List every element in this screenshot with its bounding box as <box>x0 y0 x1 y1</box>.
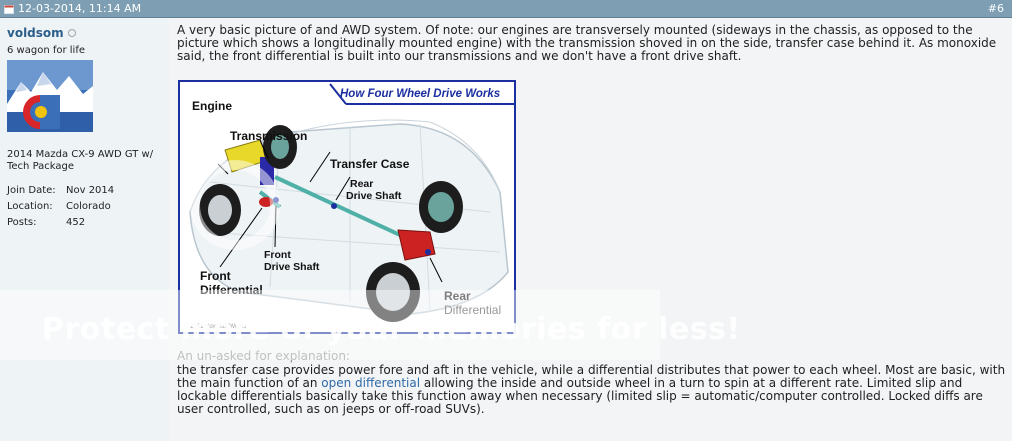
label-rear-differential-line1: Rear <box>444 289 471 303</box>
explanation-text: the transfer case provides power fore an… <box>177 364 1007 416</box>
explanation-text-start: the transfer case provides power fore an… <box>177 363 1006 390</box>
watermark-banner <box>0 290 660 360</box>
label-transmission: Transmission <box>230 129 307 143</box>
post-message: A very basic picture of and AWD system. … <box>177 23 997 63</box>
figure-copyright: © 2001 HowStuffWorks <box>184 323 246 330</box>
label-front-drive-shaft-line1: Front <box>264 249 291 261</box>
post-date-text: 12-03-2014, 11:14 AM <box>18 2 142 15</box>
stat-value: Nov 2014 <box>66 185 115 196</box>
stat-row-posts: Posts: 452 <box>7 217 114 233</box>
stat-label: Join Date: <box>7 185 56 196</box>
post-content: A very basic picture of and AWD system. … <box>169 18 1012 441</box>
post-header: 12-03-2014, 11:14 AM #6 <box>0 0 1012 18</box>
user-vehicle: 2014 Mazda CX-9 AWD GT w/ Tech Package <box>7 149 154 172</box>
label-transfer-case: Transfer Case <box>330 157 410 171</box>
stat-value: Colorado <box>66 201 111 212</box>
label-rear-drive-shaft-line2: Drive Shaft <box>346 190 402 202</box>
stat-label: Location: <box>7 201 53 212</box>
label-rear-drive-shaft-line1: Rear <box>350 178 373 190</box>
explanation-text-end: allowing the inside and outside wheel in… <box>177 376 983 416</box>
explanation-heading: An un-asked for explanation: <box>177 349 350 363</box>
diagram-title: How Four Wheel Drive Works <box>340 88 500 100</box>
username-text: voldsom <box>7 26 64 40</box>
watermark-text: Protect more of your memories for less! <box>42 312 741 347</box>
label-front-differential-line1: Front <box>200 269 231 283</box>
calendar-icon <box>4 4 14 14</box>
post-number-link[interactable]: #6 <box>987 2 1004 15</box>
stat-value: 452 <box>66 217 86 228</box>
offline-status-icon <box>67 29 76 37</box>
user-title: 6 wagon for life <box>7 45 85 56</box>
user-info-panel: voldsom 6 wagon for life 2014 Mazda CX-9… <box>0 18 169 441</box>
avatar[interactable] <box>7 60 93 132</box>
stat-row-join-date: Join Date: Nov 2014 <box>7 185 114 201</box>
username-link[interactable]: voldsom <box>7 26 76 40</box>
open-differential-link[interactable]: open differential <box>321 376 421 390</box>
stat-label: Posts: <box>7 217 37 228</box>
label-front-differential-line2: Differential <box>200 283 263 297</box>
label-engine: Engine <box>192 99 232 113</box>
watermark-ring <box>190 160 280 250</box>
post-date: 12-03-2014, 11:14 AM <box>4 0 141 17</box>
label-rear-differential-line2: Differential <box>444 303 501 317</box>
label-front-drive-shaft-line2: Drive Shaft <box>264 261 320 273</box>
stat-row-location: Location: Colorado <box>7 201 114 217</box>
user-stats: Join Date: Nov 2014 Location: Colorado P… <box>7 185 114 233</box>
